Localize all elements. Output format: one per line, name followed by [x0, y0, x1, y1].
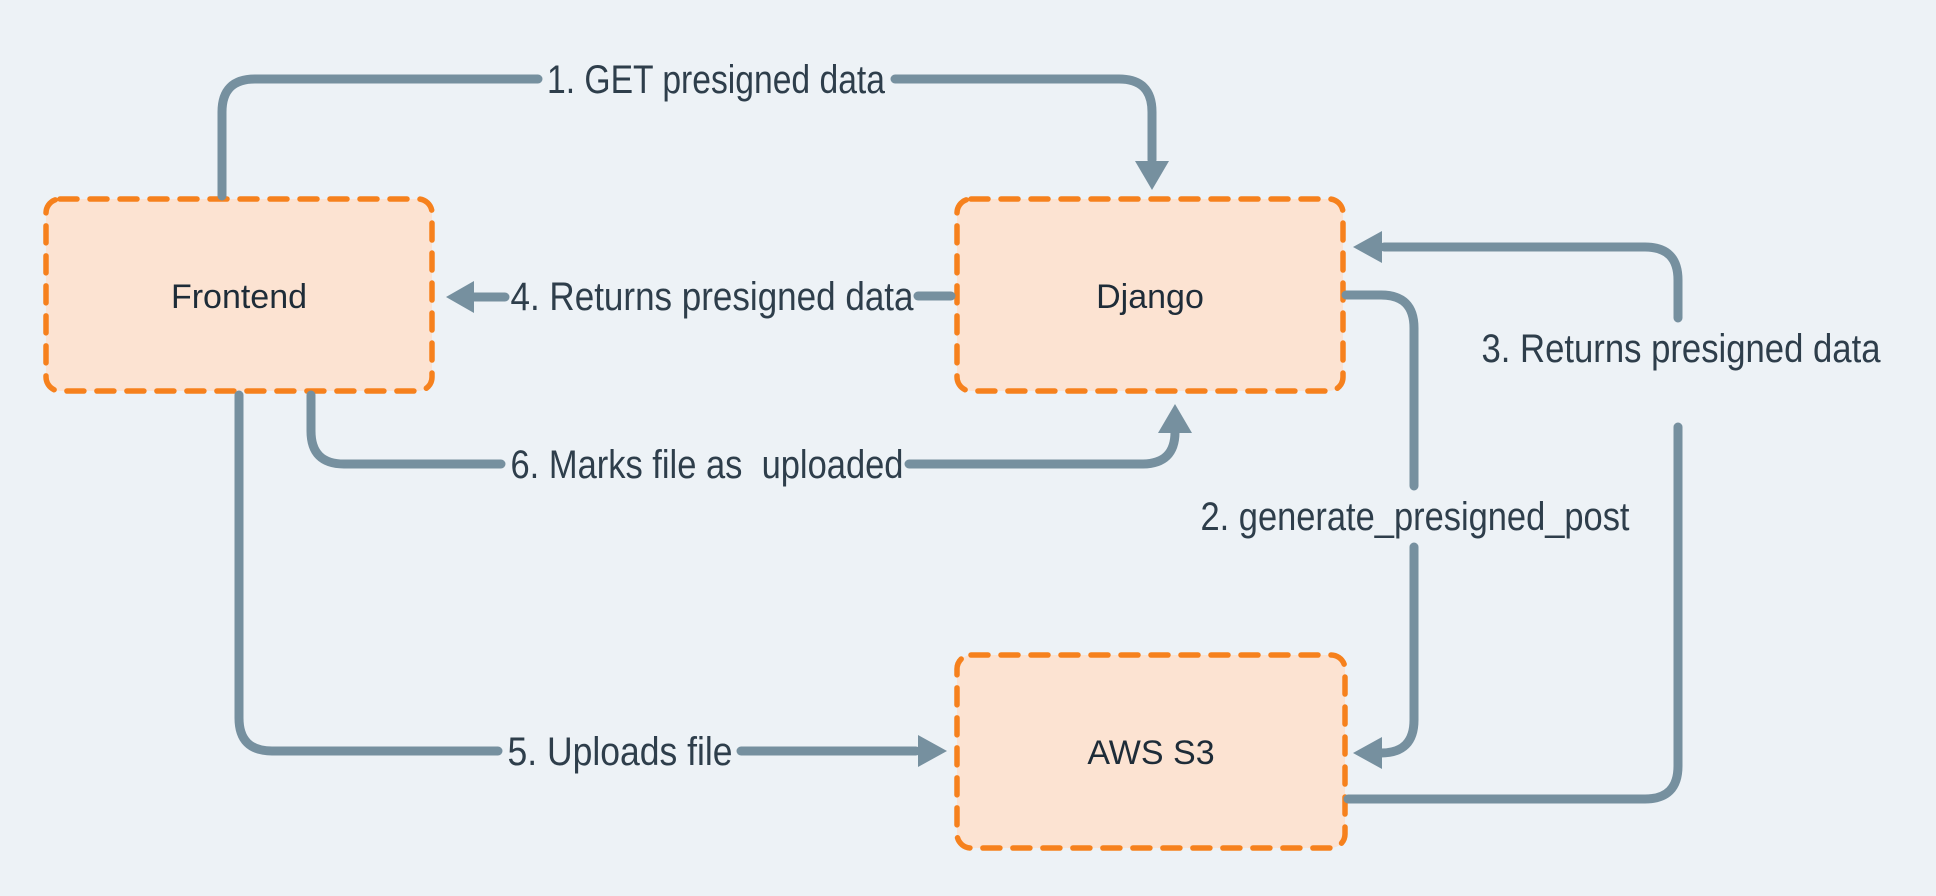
edge-6-marks-file-uploaded: 6. Marks file as uploaded	[306, 390, 1192, 487]
edge-5-label: 5. Uploads file	[508, 730, 733, 774]
edge-3-returns-presigned-data: 3. Returns presigned data	[1343, 231, 1882, 804]
edge-2-generate-presigned-post: 2. generate_presigned_post	[1201, 290, 1630, 769]
edge-5-uploads-file: 5. Uploads file	[234, 390, 947, 774]
node-frontend: Frontend	[43, 196, 435, 394]
edge-4-label: 4. Returns presigned data	[511, 275, 915, 319]
edge-1-line-start	[217, 74, 543, 201]
edge-6-line-start	[306, 390, 506, 469]
edge-1-arrow-down-icon	[1135, 161, 1169, 190]
django-label: Django	[1096, 278, 1204, 316]
node-aws-s3: AWS S3	[954, 652, 1348, 851]
frontend-box	[43, 196, 435, 394]
edge-6-line-end	[904, 427, 1180, 469]
aws-s3-label: AWS S3	[1087, 734, 1214, 772]
edge-2-label: 2. generate_presigned_post	[1201, 495, 1630, 539]
edge-2-arrow-left-icon	[1353, 737, 1382, 769]
edge-3-arrow-left-icon	[1353, 231, 1382, 263]
edge-1-get-presigned-data: 1. GET presigned data	[217, 58, 1169, 201]
edge-5-arrow-right-icon	[918, 735, 947, 767]
edge-6-arrow-up-icon	[1158, 404, 1192, 433]
edge-1-line-end	[890, 74, 1157, 165]
edge-1-label: 1. GET presigned data	[547, 58, 886, 102]
aws-s3-box	[954, 652, 1348, 851]
edge-5-line-start	[234, 390, 503, 756]
node-django: Django	[954, 196, 1346, 394]
edge-2-line-start	[1341, 290, 1419, 491]
edge-3-line-end	[1379, 242, 1683, 323]
frontend-label: Frontend	[171, 278, 307, 316]
edge-3-label: 3. Returns presigned data	[1482, 327, 1882, 371]
edge-2-line-end	[1376, 542, 1419, 758]
edge-6-label: 6. Marks file as uploaded	[511, 443, 904, 487]
edge-4-arrow-left-icon	[446, 281, 474, 313]
edge-3-line-start	[1343, 422, 1683, 804]
edge-4-returns-presigned-data: 4. Returns presigned data	[446, 275, 956, 319]
